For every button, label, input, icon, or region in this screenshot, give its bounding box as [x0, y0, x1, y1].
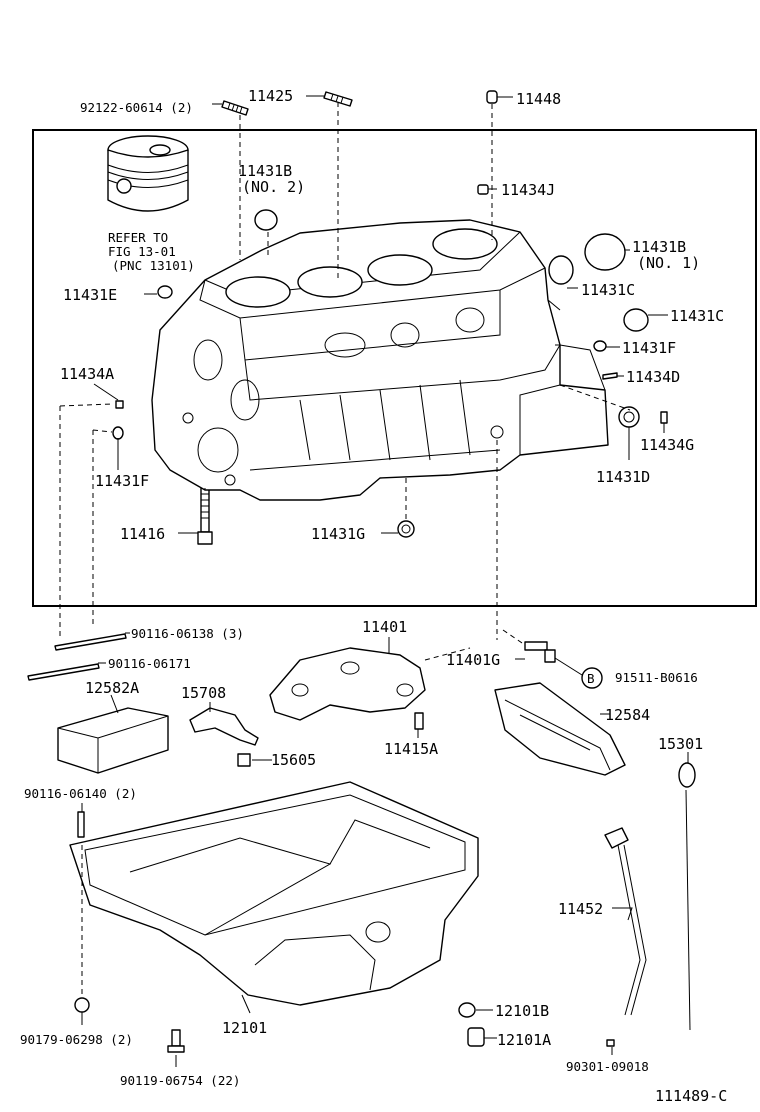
label-no1: (NO. 1) — [637, 254, 700, 272]
label-refer-pnc: (PNC 13101) — [112, 258, 195, 273]
bracket-15708-icon — [189, 707, 259, 746]
label-11431g: 11431G — [311, 525, 365, 543]
label-15301: 15301 — [658, 735, 703, 753]
plug-11431c-a[interactable] — [548, 255, 574, 285]
leader-lines — [81, 95, 689, 1067]
label-11431e: 11431E — [63, 286, 117, 304]
plug-11431b-no1[interactable] — [584, 233, 626, 271]
cylinder-block-icon — [151, 219, 609, 501]
pin-11434j[interactable] — [477, 184, 489, 195]
gasket-12101b[interactable] — [458, 1002, 476, 1018]
label-11448: 11448 — [516, 90, 561, 108]
plug-90179[interactable] — [74, 997, 90, 1013]
label-90301: 90301-09018 — [566, 1059, 649, 1074]
label-11452: 11452 — [558, 900, 603, 918]
bolt-11416[interactable] — [197, 487, 213, 545]
stiffener-plate-11401-icon — [269, 647, 426, 721]
label-11401: 11401 — [362, 618, 407, 636]
pin-11448[interactable] — [486, 90, 498, 104]
baffle-12582a-icon — [57, 707, 169, 774]
clamp-90301[interactable] — [606, 1039, 615, 1047]
ref-b-circle — [581, 667, 603, 689]
label-11434a: 11434A — [60, 365, 114, 383]
label-11425: 11425 — [248, 87, 293, 105]
label-11416: 11416 — [120, 525, 165, 543]
label-11434g: 11434G — [640, 436, 694, 454]
label-11434j: 11434J — [501, 181, 555, 199]
label-15605: 15605 — [271, 751, 316, 769]
oil-strainer-12584-icon — [494, 682, 626, 776]
pin-11434a[interactable] — [115, 400, 124, 409]
pin-11434d[interactable] — [602, 372, 618, 380]
label-12101b: 12101B — [495, 1002, 549, 1020]
bolt-92122[interactable] — [221, 100, 249, 116]
block-group-frame — [32, 129, 757, 607]
plug-11431b-no2[interactable] — [254, 209, 278, 231]
label-11431f-b: 11431F — [95, 472, 149, 490]
piston-icon — [107, 135, 189, 212]
stud-90116-06138[interactable] — [54, 633, 127, 651]
label-12582a: 12582A — [85, 679, 139, 697]
label-92122: 92122-60614 (2) — [80, 100, 193, 115]
label-12101: 12101 — [222, 1019, 267, 1037]
label-11431c-b: 11431C — [670, 307, 724, 325]
label-11415a: 11415A — [384, 740, 438, 758]
plug-15605[interactable] — [237, 753, 251, 767]
label-90116-06140: 90116-06140 (2) — [24, 786, 137, 801]
pin-11434g[interactable] — [660, 411, 668, 424]
plug-11431f-b[interactable] — [112, 426, 124, 440]
bolt-90119[interactable] — [167, 1029, 185, 1053]
oil-pan-12101-icon — [69, 781, 479, 1006]
label-11434d: 11434D — [626, 368, 680, 386]
label-refer-fig: FIG 13-01 — [108, 244, 176, 259]
bolt-11415a[interactable] — [414, 712, 424, 730]
label-no2: (NO. 2) — [242, 178, 305, 196]
plug-11431g[interactable] — [397, 520, 415, 538]
dipstick-guide-11452-icon — [604, 827, 647, 1016]
label-15708: 15708 — [181, 684, 226, 702]
label-11431b-no1: 11431B — [632, 238, 686, 256]
plug-11431c-b[interactable] — [623, 308, 649, 332]
plug-11431f-a[interactable] — [593, 340, 607, 352]
label-11431c-a: 11431C — [581, 281, 635, 299]
bolt-11401g[interactable] — [524, 641, 556, 663]
label-11401g: 11401G — [446, 651, 500, 669]
assembly-dashed-lines — [59, 102, 631, 995]
plug-12101a[interactable] — [467, 1027, 485, 1047]
stud-11425[interactable] — [323, 91, 353, 107]
label-12584: 12584 — [605, 706, 650, 724]
label-91511: 91511-B0616 — [615, 670, 698, 685]
label-refer-to: REFER TO — [108, 230, 168, 245]
stud-90116-06140[interactable] — [77, 811, 85, 838]
label-b: B — [587, 671, 595, 686]
label-12101a: 12101A — [497, 1031, 551, 1049]
label-diagram-reference: 111489-C — [655, 1087, 727, 1105]
plug-11431d[interactable] — [618, 406, 640, 428]
label-90179: 90179-06298 (2) — [20, 1032, 133, 1047]
label-90116-06171: 90116-06171 — [108, 656, 191, 671]
stud-90116-06171[interactable] — [27, 663, 100, 681]
label-11431d: 11431D — [596, 468, 650, 486]
plug-11431e[interactable] — [157, 285, 173, 299]
label-11431b-no2: 11431B — [238, 162, 292, 180]
label-90116-06138: 90116-06138 (3) — [131, 626, 244, 641]
label-90119: 90119-06754 (22) — [120, 1073, 240, 1088]
oil-dipstick-15301-icon — [678, 762, 696, 1031]
label-11431f-a: 11431F — [622, 339, 676, 357]
callout-labels: 92122-60614 (2) 11425 11448 11431B (NO. … — [20, 87, 727, 1105]
